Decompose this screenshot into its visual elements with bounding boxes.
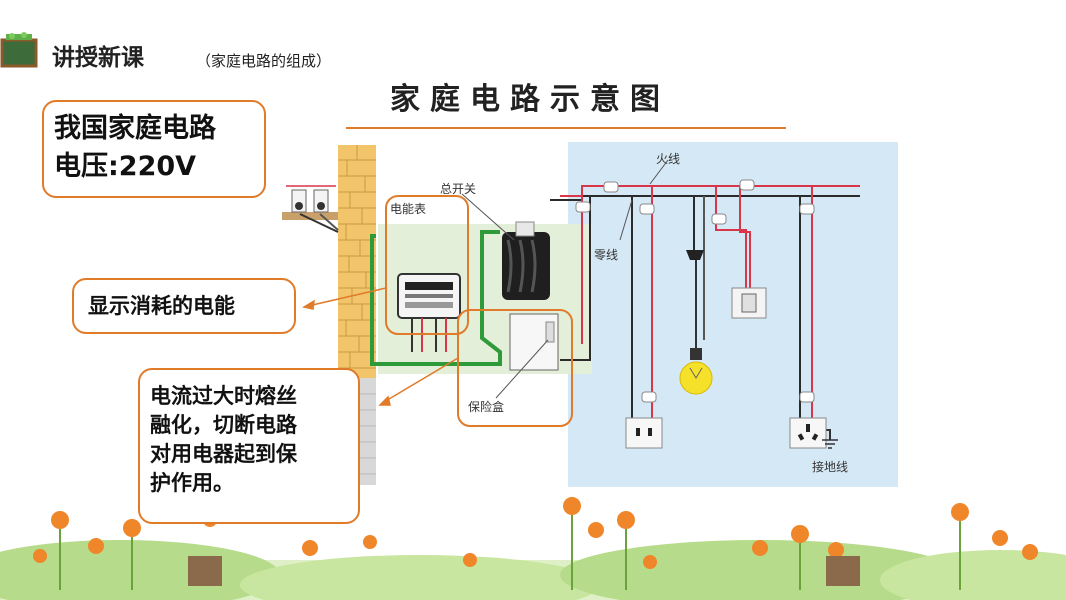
meter-callout: 显示消耗的电能 <box>72 278 296 334</box>
fuse-line-1: 电流过大时熔丝 <box>150 384 297 408</box>
blackboard-icon <box>0 32 38 68</box>
ground-symbol-icon <box>822 439 838 449</box>
fuse-box <box>509 313 559 371</box>
label-main-switch: 总开关 <box>440 182 477 196</box>
pole-insulators <box>282 185 339 233</box>
meter-highlight <box>385 195 469 335</box>
title-underline <box>346 127 786 129</box>
wall-switch-icon <box>731 287 767 319</box>
fuse-line-2: 融化，切断电路 <box>150 413 297 437</box>
green-service-wire <box>370 230 502 366</box>
fuse-callout: 电流过大时熔丝 融化，切断电路 对用电器起到保 护作用。 <box>138 368 360 524</box>
label-fuse-box: 保险盒 <box>468 400 505 414</box>
section-title: 讲授新课 <box>52 45 144 71</box>
flower-border-decoration <box>0 497 1066 600</box>
voltage-line-1: 我国家庭电路 <box>54 113 216 144</box>
main-switch <box>502 221 550 300</box>
two-hole-outlet-icon <box>625 417 663 449</box>
fuse-line-3: 对用电器起到保 <box>150 442 297 466</box>
voltage-callout: 我国家庭电路 电压:220V <box>42 100 266 198</box>
label-live-wire: 火线 <box>656 152 681 166</box>
label-meter: 电能表 <box>390 202 427 216</box>
fuse-line-4: 护作用。 <box>150 471 234 495</box>
distribution-wiring <box>631 186 831 440</box>
fuse-highlight <box>457 309 573 427</box>
section-subtitle: （家庭电路的组成） <box>196 52 332 70</box>
label-neutral-wire: 零线 <box>594 248 619 262</box>
light-bulb-icon <box>679 250 713 395</box>
electric-meter <box>397 273 461 352</box>
three-hole-outlet-icon <box>789 417 827 449</box>
diagram-title: 家庭电路示意图 <box>390 82 670 117</box>
label-ground-wire: 接地线 <box>812 460 849 474</box>
voltage-line-2: 电压:220V <box>54 151 197 182</box>
